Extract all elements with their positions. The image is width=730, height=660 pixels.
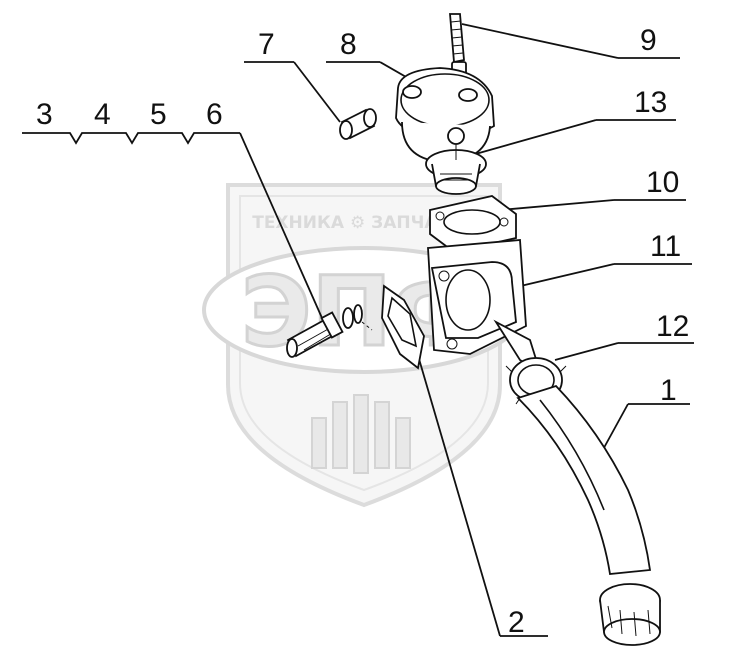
leader-lines	[22, 23, 694, 637]
callout-3: 3	[36, 98, 53, 131]
callout-13: 13	[634, 86, 667, 119]
callout-5: 5	[150, 98, 167, 131]
callout-11: 11	[650, 230, 681, 263]
part-10-gasket	[429, 195, 517, 253]
watermark-caption: ТЕХНИКА ⚙ ЗАПЧАСТИ	[252, 213, 476, 233]
callout-numbers: 1 2 3 4 5 6 7 8 9 10 11 12 13	[36, 24, 689, 639]
part-7-fitting	[339, 108, 377, 140]
part-2-flat-gasket	[381, 284, 425, 370]
callout-9: 9	[640, 24, 657, 57]
watermark-pillars	[311, 394, 411, 474]
callout-4: 4	[94, 98, 111, 131]
callout-1: 1	[660, 374, 677, 407]
callout-7: 7	[258, 28, 275, 61]
callout-8: 8	[340, 28, 357, 61]
part-13-thermostat	[425, 127, 487, 195]
callout-12: 12	[656, 310, 689, 343]
part-8-housing-cover	[395, 67, 495, 163]
callout-2: 2	[508, 606, 525, 639]
part-3-6-fastener-set	[286, 304, 373, 358]
part-1-hose	[516, 384, 661, 646]
callout-10: 10	[646, 166, 679, 199]
part-11-elbow-housing	[427, 239, 542, 374]
callout-6: 6	[206, 98, 223, 131]
